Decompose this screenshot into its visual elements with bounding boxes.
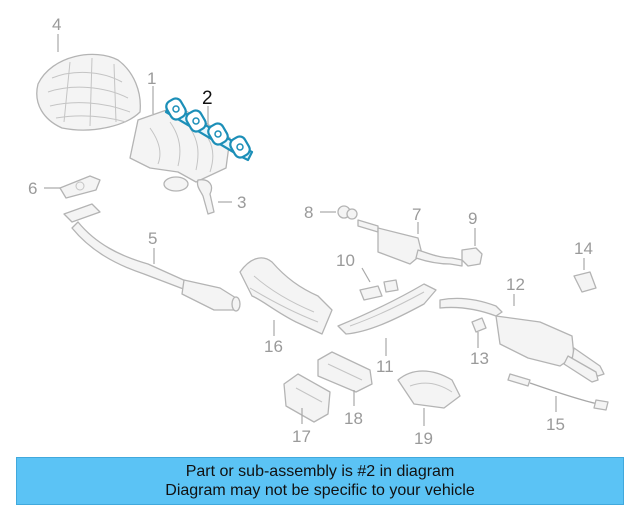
callout-17: 17	[292, 427, 311, 446]
caption-line-1: Part or sub-assembly is #2 in diagram	[185, 463, 455, 480]
front-pipe-part	[63, 203, 241, 312]
rear-muffler-part	[439, 297, 605, 383]
callout-7: 7	[412, 205, 421, 224]
bracket-14-part	[573, 271, 597, 293]
callout-19: 19	[414, 429, 433, 448]
heat-shield-16-part	[239, 257, 333, 335]
oxygen-sensor-part	[507, 373, 609, 411]
tube-part	[196, 179, 215, 215]
parts-diagram: 4 1 2 3 6 5 8 7 9 10 11 12 13 14 15 16 1…	[28, 15, 609, 448]
hanger-9-part	[461, 247, 483, 267]
center-muffler-part	[357, 219, 463, 267]
callout-13: 13	[470, 349, 489, 368]
callout-6: 6	[28, 179, 37, 198]
flange-gasket-part	[59, 175, 101, 199]
callout-5: 5	[148, 229, 157, 248]
heat-shield-part	[36, 53, 141, 131]
callout-8: 8	[304, 203, 313, 222]
callout-1: 1	[147, 69, 156, 88]
heat-shield-18-part	[317, 351, 373, 393]
caption-line-2: Diagram may not be specific to your vehi…	[165, 482, 475, 499]
clamp-part	[337, 205, 358, 220]
heat-shield-11-part	[337, 283, 437, 335]
callout-15: 15	[546, 415, 565, 434]
callout-4: 4	[52, 15, 61, 34]
callout-2: 2	[202, 88, 213, 109]
callout-16: 16	[264, 337, 283, 356]
callout-14: 14	[574, 239, 593, 258]
hanger-13-part	[471, 317, 487, 333]
callout-9: 9	[468, 209, 477, 228]
caption-banner: Part or sub-assembly is #2 in diagram Di…	[16, 457, 624, 505]
heat-shield-19-part	[397, 370, 461, 409]
callout-11: 11	[376, 357, 394, 376]
callout-18: 18	[344, 409, 363, 428]
leader-lines	[44, 34, 585, 426]
bracket-part	[359, 279, 399, 301]
bracket-17-part	[283, 373, 331, 423]
callout-10: 10	[336, 251, 355, 270]
callout-12: 12	[506, 275, 525, 294]
callout-3: 3	[237, 193, 246, 212]
manifold-gasket-part	[164, 97, 254, 162]
